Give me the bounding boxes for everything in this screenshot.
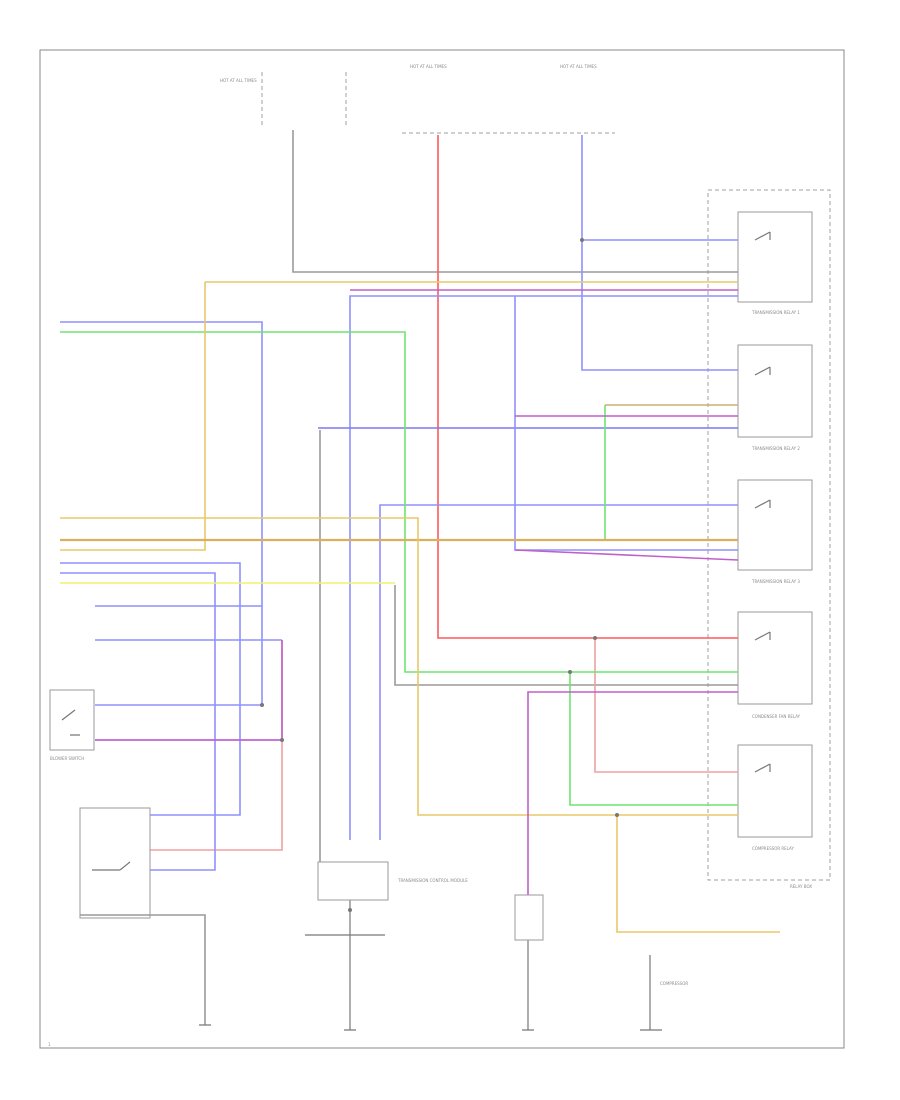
wire-violet xyxy=(95,640,283,741)
wire-gray xyxy=(394,585,738,686)
wire-yellow xyxy=(60,282,206,551)
junction-dot xyxy=(593,636,597,640)
wire-blue xyxy=(514,296,738,551)
wire-violet xyxy=(514,549,739,561)
wire-green xyxy=(60,331,738,673)
wire-blue xyxy=(60,321,263,706)
relay-1: TRANSMISSION RELAY 1 xyxy=(737,211,813,315)
compressor-ground xyxy=(640,955,662,1031)
junction-dot xyxy=(580,238,584,242)
ground-icon xyxy=(344,990,356,1031)
wire-blue xyxy=(60,562,241,816)
svg-text:TRANSMISSION RELAY 2: TRANSMISSION RELAY 2 xyxy=(751,446,800,451)
wire-blue xyxy=(581,135,738,371)
diagram-border xyxy=(39,49,845,1049)
svg-text:CONDENSER FAN RELAY: CONDENSER FAN RELAY xyxy=(752,714,801,719)
wire-gray xyxy=(80,914,206,985)
junction-dot xyxy=(568,670,572,674)
svg-text:TRANSMISSION CONTROL MODULE: TRANSMISSION CONTROL MODULE xyxy=(397,878,468,883)
junction-dot xyxy=(280,738,284,742)
relay-5: COMPRESSOR RELAY xyxy=(737,744,813,851)
relay-2: TRANSMISSION RELAY 2 xyxy=(737,344,813,451)
compressor-label: COMPRESSOR xyxy=(660,981,688,986)
wire-gray xyxy=(292,130,738,273)
wire-yellow xyxy=(616,815,780,933)
relay-box-label: RELAY BOX xyxy=(790,884,812,889)
control-module: TRANSMISSION CONTROL MODULE xyxy=(317,861,468,901)
svg-text:TRANSMISSION RELAY 3: TRANSMISSION RELAY 3 xyxy=(751,579,800,584)
relay-4: CONDENSER FAN RELAY xyxy=(737,611,813,719)
junction-dot xyxy=(260,703,264,707)
svg-text:COMPRESSOR RELAY: COMPRESSOR RELAY xyxy=(752,846,794,851)
wire-blue xyxy=(379,504,738,840)
ground-icon xyxy=(199,985,211,1026)
ground-icon xyxy=(522,1005,534,1031)
left-switch-unit xyxy=(79,807,151,919)
page-number: 1 xyxy=(48,1042,51,1047)
wire-yellow xyxy=(60,517,738,816)
wire-pink xyxy=(594,638,738,773)
junction-dot xyxy=(615,813,619,817)
fuse-label: HOT AT ALL TIMES xyxy=(560,64,597,69)
relay-3: TRANSMISSION RELAY 3 xyxy=(737,479,813,584)
fuse-label: HOT AT ALL TIMES xyxy=(410,64,447,69)
blower-switch: BLOWER SWITCH xyxy=(49,689,95,761)
condenser-unit xyxy=(514,894,544,941)
fuse-label: HOT AT ALL TIMES xyxy=(220,78,257,83)
wire-blue xyxy=(60,572,216,871)
wire-violet xyxy=(527,691,738,900)
svg-text:TRANSMISSION RELAY 1: TRANSMISSION RELAY 1 xyxy=(751,310,800,315)
wire-green xyxy=(569,672,738,806)
wire-blue xyxy=(349,295,738,840)
svg-text:BLOWER SWITCH: BLOWER SWITCH xyxy=(50,756,84,761)
wire-red xyxy=(437,135,738,639)
junction-dot xyxy=(348,908,352,912)
